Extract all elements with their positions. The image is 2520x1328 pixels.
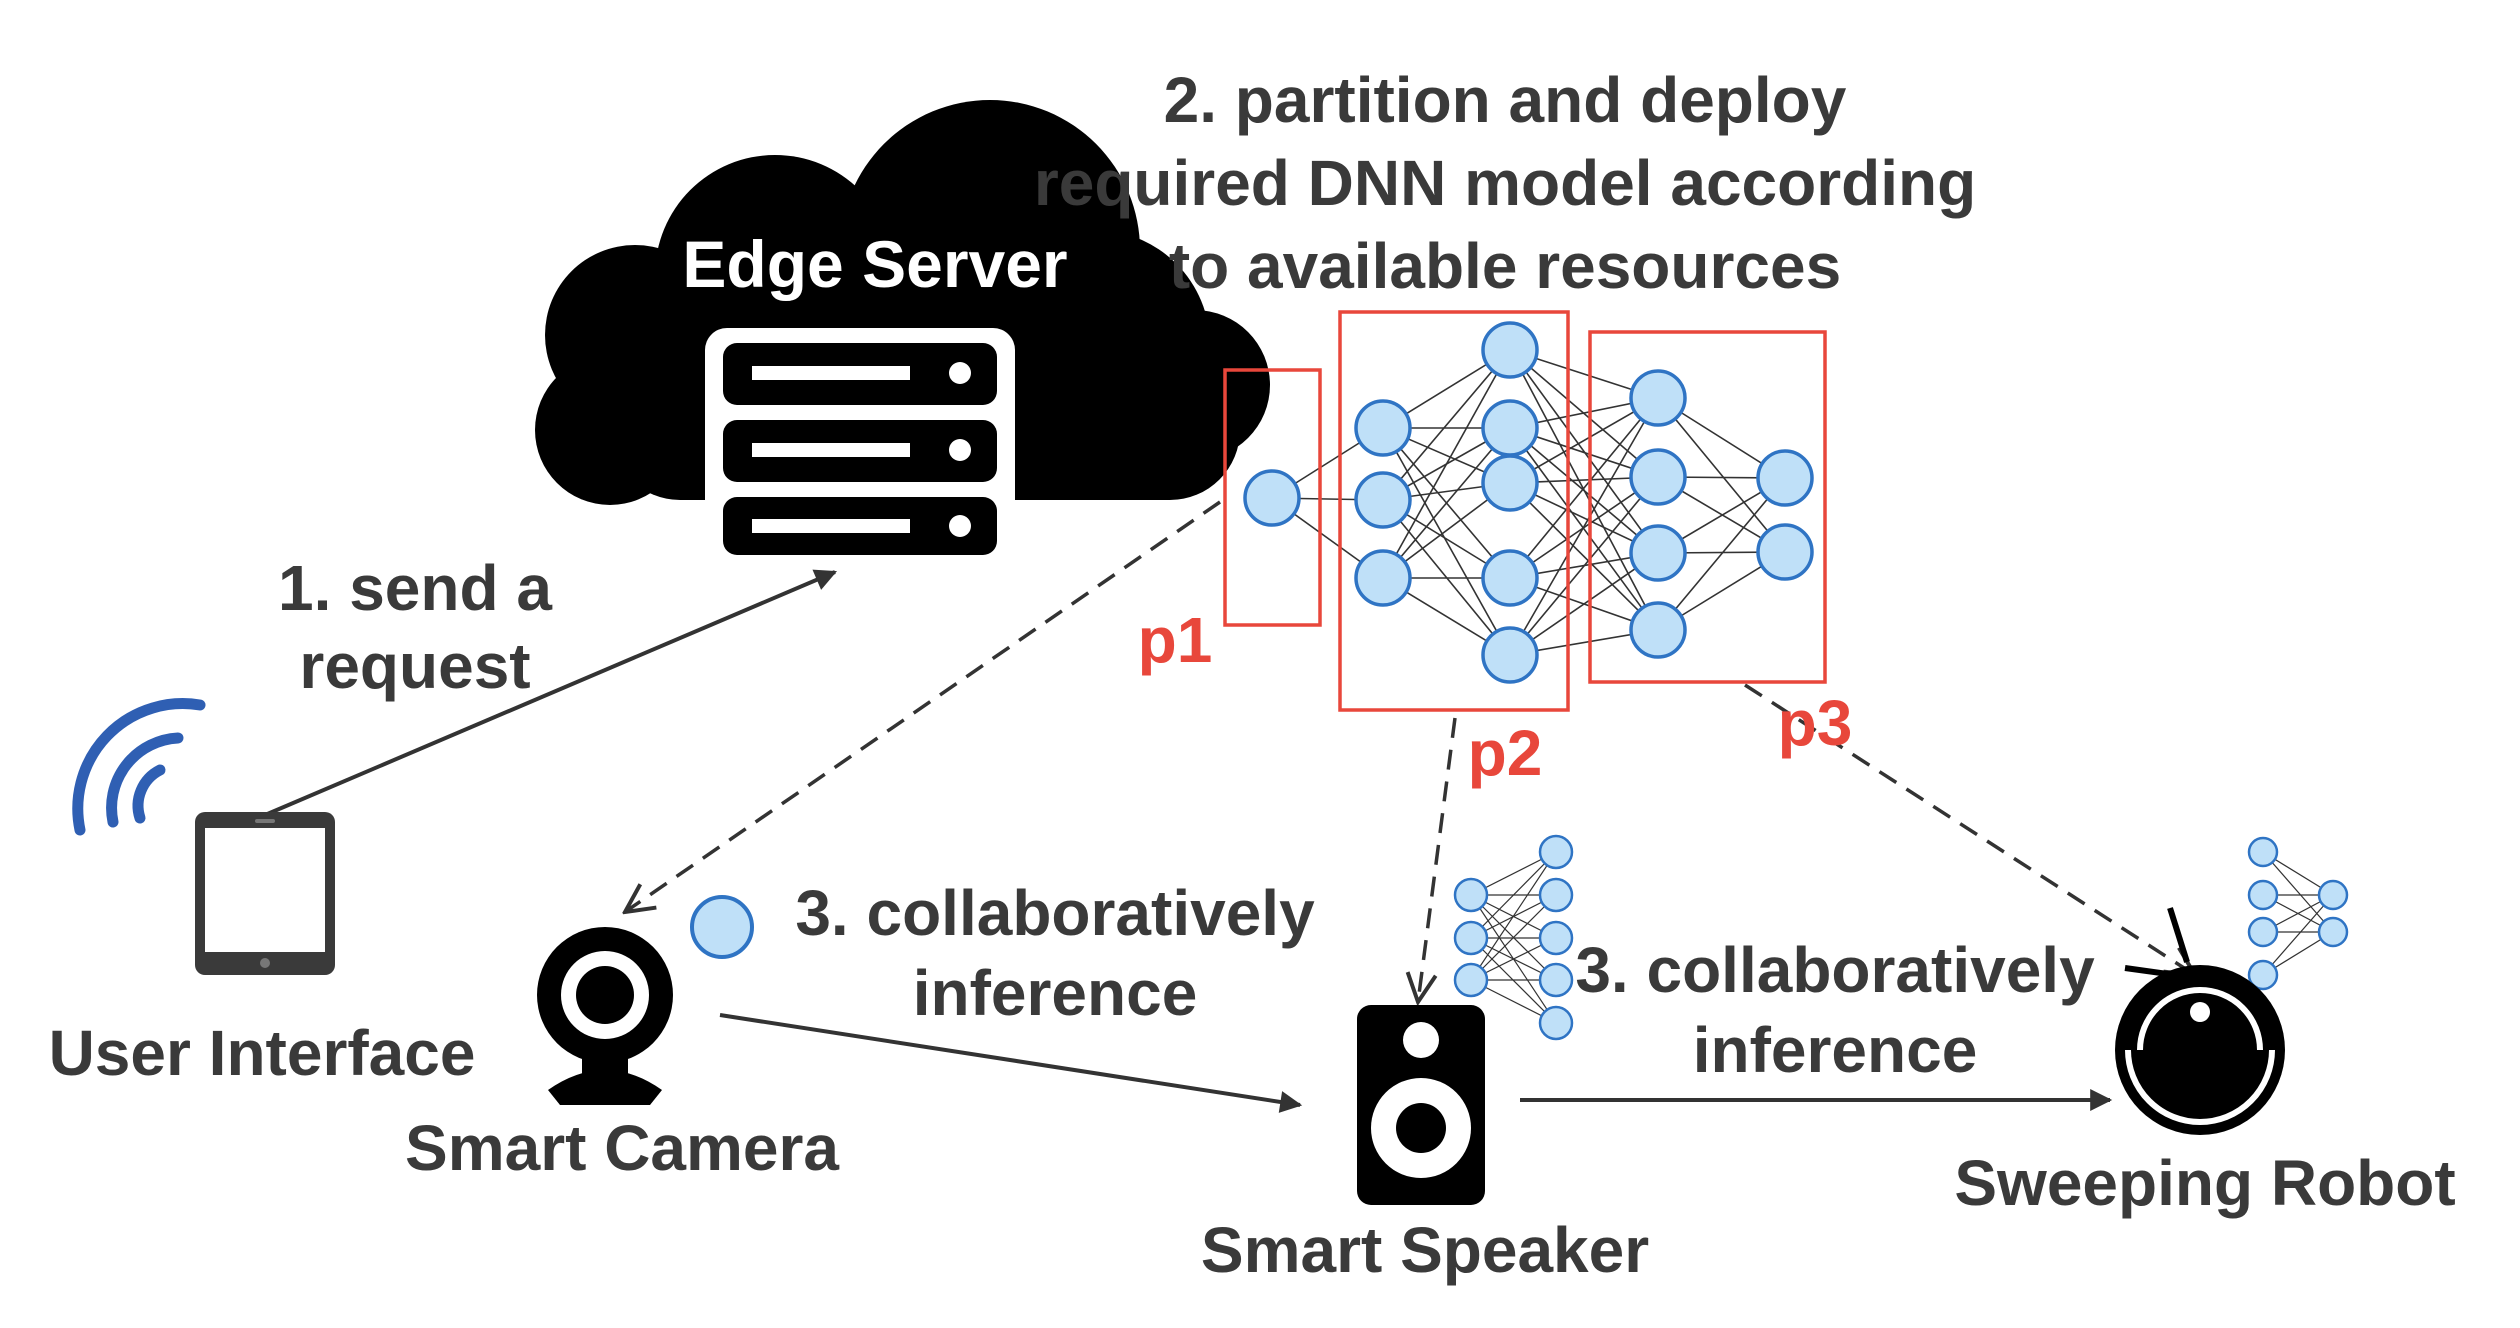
dnn-neuron <box>1243 469 1301 527</box>
dnn-edge <box>1509 397 1659 656</box>
partition-box-p3 <box>1588 330 1827 684</box>
dnn-edge <box>1382 349 1511 501</box>
deploy-p2-arrow <box>1418 717 1457 1002</box>
partition-label-p1: p1 <box>1138 604 1213 676</box>
step3-speaker-robot-label: 3. collaboratively inference <box>1575 934 2095 1086</box>
svg-text:inference: inference <box>1693 1014 1978 1086</box>
partition-box-p1 <box>1223 368 1322 627</box>
server-rack-icon <box>705 328 1015 568</box>
svg-text:3. collaboratively: 3. collaboratively <box>795 877 1315 949</box>
robot-net-neuron <box>2247 959 2279 991</box>
speaker-net-neuron <box>1538 834 1574 870</box>
dnn-edge <box>1382 427 1511 656</box>
svg-text:required DNN model according: required DNN model according <box>1034 147 1976 219</box>
dnn-edge <box>1657 397 1786 553</box>
dnn-edge <box>1509 427 1659 554</box>
dnn-neuron <box>1354 549 1412 607</box>
speaker-icon <box>1357 1005 1485 1205</box>
sweeping-robot-label: Sweeping Robot <box>1954 1147 2455 1219</box>
robot-net-neuron <box>2317 879 2349 911</box>
dnn-neuron <box>1354 471 1412 529</box>
svg-text:3. collaboratively: 3. collaboratively <box>1575 934 2095 1006</box>
step3-camera-speaker-label: 3. collaboratively inference <box>795 877 1315 1029</box>
dnn-neuron <box>1629 448 1687 506</box>
camera-to-speaker-arrow <box>719 1013 1303 1113</box>
step1-label: 1. send a request <box>278 552 552 702</box>
speaker-net-neuron <box>1453 920 1489 956</box>
dnn-edge <box>1509 552 1659 656</box>
smart-camera-label: Smart Camera <box>405 1112 839 1184</box>
speaker-net-neuron <box>1538 920 1574 956</box>
smart-speaker-label: Smart Speaker <box>1201 1214 1649 1286</box>
dnn-neuron <box>1481 549 1539 607</box>
edge-server-label: Edge Server <box>682 227 1067 301</box>
partition-box-p2 <box>1338 310 1570 712</box>
svg-text:2. partition and deploy: 2. partition and deploy <box>1164 64 1847 136</box>
dnn-edge <box>1509 349 1659 554</box>
smart-speaker-device: Smart Speaker <box>1201 834 1649 1286</box>
webcam-icon <box>537 927 673 1105</box>
dnn-neuron <box>1629 601 1687 659</box>
wifi-icon <box>72 698 206 836</box>
dnn-edge <box>1509 482 1659 631</box>
svg-text:inference: inference <box>913 957 1198 1029</box>
dnn-neuron <box>1756 449 1814 507</box>
robot-net-neuron <box>2317 916 2349 948</box>
speaker-net-neuron <box>1453 877 1489 913</box>
dnn-edge <box>1657 477 1786 631</box>
dnn-neuron <box>1481 626 1539 684</box>
step2-label: 2. partition and deploy required DNN mod… <box>1034 64 1976 302</box>
speaker-mini-network <box>1453 834 1574 1041</box>
speaker-net-neuron <box>1538 877 1574 913</box>
dnn-edge <box>1382 349 1511 579</box>
dnn-neurons <box>1243 321 1814 684</box>
deploy-p3-arrow <box>1744 683 2195 975</box>
robot-net-neuron <box>2247 836 2279 868</box>
dnn-edge <box>1509 476 1659 656</box>
dnn-neuron <box>1481 321 1539 379</box>
dnn-neuron <box>1354 399 1412 457</box>
speaker-net-edge <box>1470 851 1557 939</box>
dnn-neuron <box>1481 454 1539 512</box>
speaker-net-neuron <box>1453 962 1489 998</box>
speaker-net-neuron <box>1538 962 1574 998</box>
dnn-edge <box>1509 427 1659 631</box>
smart-camera-device: Smart Camera <box>405 895 839 1184</box>
robot-net-neuron <box>2247 879 2279 911</box>
speaker-net-edge <box>1470 894 1557 981</box>
deploy-p1-arrow <box>625 500 1221 912</box>
user-interface-device: User Interface <box>49 698 476 1089</box>
dnn-neuron <box>1629 524 1687 582</box>
speaker-net-neuron <box>1538 1005 1574 1041</box>
svg-text:1. send a: 1. send a <box>278 552 552 624</box>
edge-server-cloud: Edge Server <box>535 100 1270 568</box>
camera-neuron <box>690 895 754 959</box>
dnn-neuron <box>1481 399 1539 457</box>
robot-net-neuron <box>2247 916 2279 948</box>
robot-mini-network <box>2247 836 2349 991</box>
user-interface-label: User Interface <box>49 1017 476 1089</box>
partition-boxes <box>1223 310 1827 712</box>
request-arrow <box>264 569 838 817</box>
dnn-neuron <box>1756 523 1814 581</box>
speaker-net-edge <box>1470 851 1557 981</box>
sweeping-robot-device: Sweeping Robot <box>1954 836 2456 1219</box>
partition-label-p3: p3 <box>1778 687 1853 759</box>
robot-net-edge <box>2262 894 2334 976</box>
robot-net-edge <box>2262 851 2334 933</box>
connections <box>264 500 2195 1113</box>
svg-text:to available resources: to available resources <box>1169 230 1841 302</box>
dnn-edge <box>1382 427 1511 579</box>
dnn-edge <box>1509 397 1659 579</box>
tablet-icon <box>195 812 335 975</box>
robot-vacuum-icon <box>2115 907 2285 1135</box>
dnn-neuron <box>1629 369 1687 427</box>
partition-label-p2: p2 <box>1468 717 1543 789</box>
svg-text:request: request <box>299 630 530 702</box>
